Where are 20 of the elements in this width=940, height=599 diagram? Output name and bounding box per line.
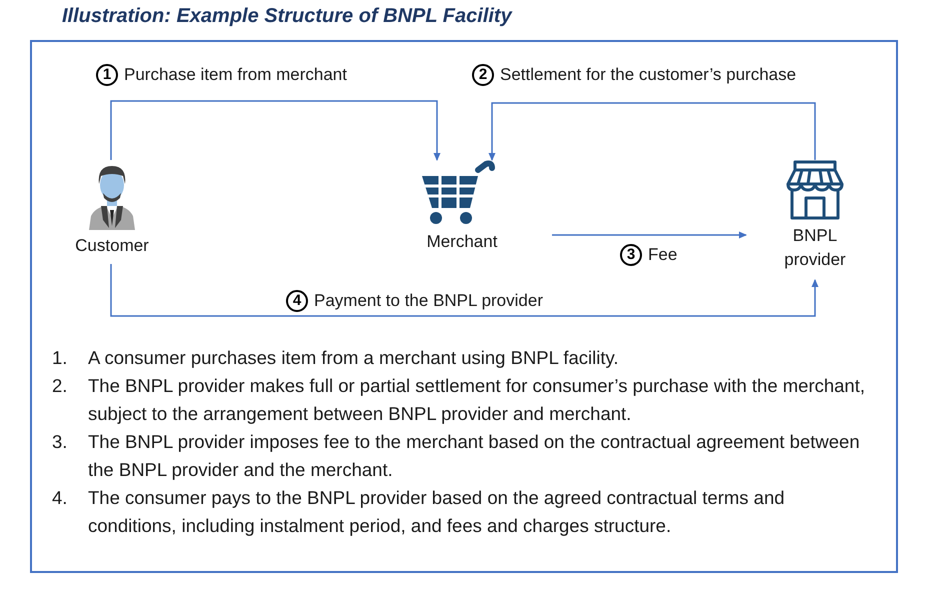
step-number: 2 (472, 64, 494, 86)
arrow (110, 100, 440, 161)
list-number: 3. (52, 430, 68, 454)
list-number: 2. (52, 374, 68, 398)
node-label: Merchant (426, 231, 498, 253)
note-text: The BNPL provider imposes fee to the merchant based on the contractual agreement between the BNPL provider and the merchant. (88, 430, 861, 482)
arrow (110, 264, 818, 317)
title: Illustration: Example Structure of BNPL Facility (62, 4, 512, 29)
step-number: 3 (620, 244, 642, 266)
step-number: 1 (96, 64, 118, 86)
list-number: 1. (52, 346, 68, 370)
note-text: A consumer purchases item from a merchant using BNPL facility. (88, 346, 620, 370)
list-number: 4. (52, 486, 68, 510)
node-label: BNPL provider (783, 225, 847, 271)
node-label: Customer (75, 235, 149, 257)
note-text: The consumer pays to the BNPL provider based on the agreed contractual terms and conditions, including instalment period, and fees and charges structure. (88, 486, 786, 538)
arrow (488, 102, 816, 161)
step-number: 4 (286, 290, 308, 312)
arrow (552, 232, 747, 238)
note-text: The BNPL provider makes full or partial settlement for consumer’s purchase with the merchant, subject to the arrangement between BNPL provider and merchant. (88, 374, 866, 426)
